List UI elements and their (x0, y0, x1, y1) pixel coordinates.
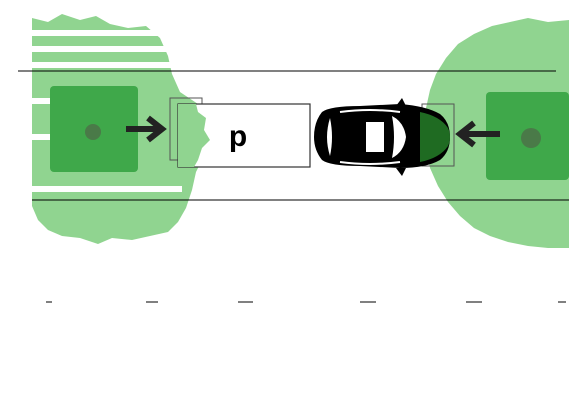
zone-stripe (32, 98, 52, 104)
zone-stripe (32, 134, 52, 140)
zone-stripe (32, 30, 182, 36)
car-mirror-top (396, 98, 406, 106)
parking-space-label: p (229, 120, 247, 153)
front-sensor-icon (521, 128, 541, 148)
zone-stripe (32, 46, 182, 52)
car-roof (366, 122, 384, 152)
rear-sensor-icon (85, 124, 101, 140)
zone-stripe (32, 186, 182, 192)
car-mirror-bottom (396, 168, 406, 176)
zone-stripe (32, 62, 182, 68)
parking-space: p (170, 98, 310, 167)
